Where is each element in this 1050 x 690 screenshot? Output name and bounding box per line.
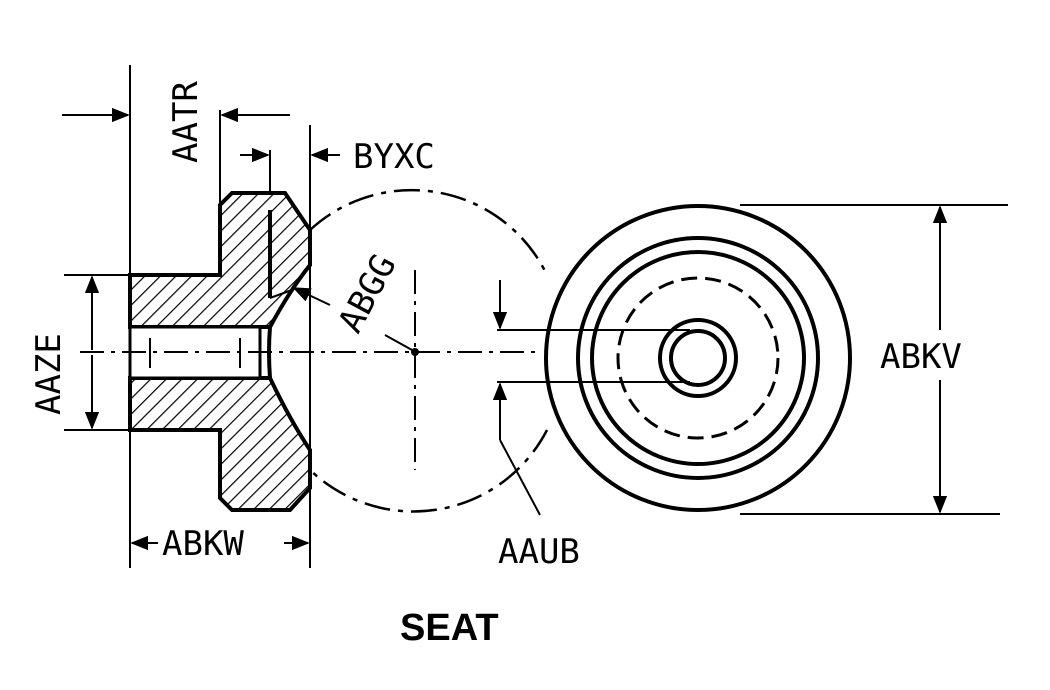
section-lower-half (128, 376, 312, 512)
label-aatr: AATR (166, 81, 206, 163)
label-abkv: ABKV (880, 337, 962, 377)
drawing-title: SEAT (400, 607, 499, 649)
end-view (544, 204, 852, 512)
label-aaze: AAZE (29, 333, 69, 415)
label-aaub: AAUB (498, 532, 580, 572)
label-abgg: ABGG (331, 248, 405, 339)
label-byxc: BYXC (353, 137, 435, 177)
ball-phantom-circle (309, 188, 549, 276)
hidden-circle (616, 276, 780, 440)
section-upper-half (128, 191, 312, 329)
label-abkw: ABKW (162, 524, 244, 564)
outer-ring (544, 204, 852, 512)
